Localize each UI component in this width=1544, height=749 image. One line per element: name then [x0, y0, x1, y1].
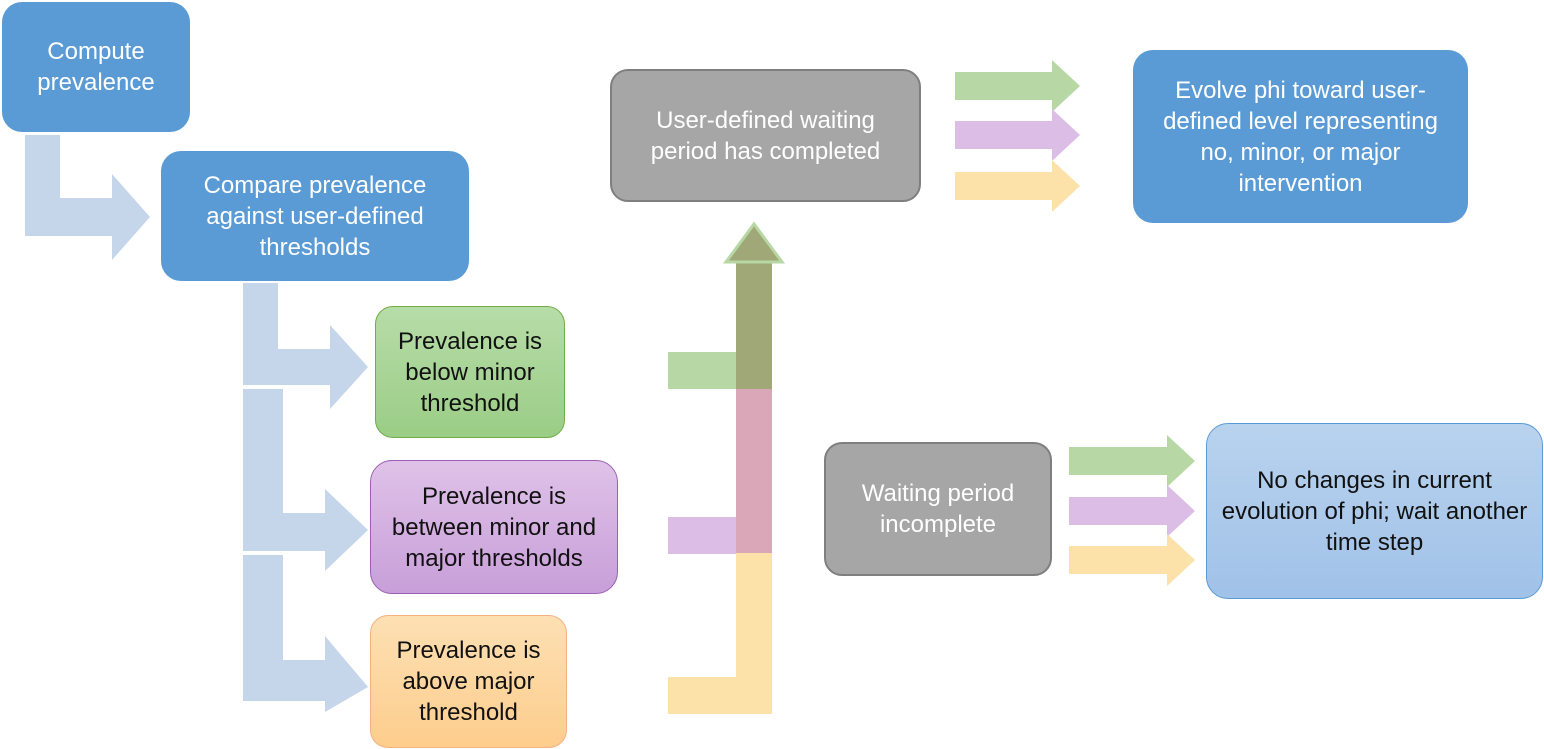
compare-prevalence-label: Compare prevalence against user-defined … — [203, 171, 427, 261]
between-thresholds-box: Prevalence is between minor and major th… — [370, 460, 618, 594]
no-changes-box: No changes in current evolution of phi; … — [1206, 423, 1543, 599]
above-major-label: Prevalence is above major threshold — [396, 637, 541, 726]
no-changes-label: No changes in current evolution of phi; … — [1221, 466, 1528, 556]
above-major-box: Prevalence is above major threshold — [370, 615, 567, 748]
evolve-phi-box: Evolve phi toward user-defined level rep… — [1133, 50, 1468, 223]
waiting-incomplete-label: Waiting period incomplete — [861, 480, 1015, 538]
below-minor-box: Prevalence is below minor threshold — [375, 306, 565, 438]
waiting-completed-box: User-defined waiting period has complete… — [610, 69, 921, 202]
vertical-arrow-orange-segment — [736, 553, 772, 714]
vertical-arrow-olive-segment — [736, 262, 772, 389]
green-arrow-to-evolve — [955, 60, 1080, 112]
compare-to-above-connector — [243, 555, 368, 712]
green-arrow-to-no-changes — [1069, 435, 1195, 487]
compute-prevalence-box: Compute prevalence — [2, 2, 190, 132]
compare-prevalence-box: Compare prevalence against user-defined … — [161, 151, 469, 281]
below-minor-label: Prevalence is below minor threshold — [397, 327, 543, 417]
between-thresholds-label: Prevalence is between minor and major th… — [391, 482, 597, 572]
evolve-phi-label: Evolve phi toward user-defined level rep… — [1163, 76, 1438, 197]
compute-prevalence-label: Compute prevalence — [37, 38, 155, 96]
waiting-completed-label: User-defined waiting period has complete… — [650, 106, 881, 165]
waiting-incomplete-box: Waiting period incomplete — [824, 442, 1052, 576]
purple-arrow-to-evolve — [955, 109, 1080, 161]
purple-arrow-to-no-changes — [1069, 485, 1195, 537]
orange-arrow-to-evolve — [955, 160, 1080, 212]
compare-to-below-connector — [243, 283, 368, 409]
vertical-arrow-purple-segment — [736, 389, 772, 553]
vertical-arrow-head — [723, 221, 785, 264]
compare-to-between-connector — [243, 389, 368, 571]
compute-to-compare-connector — [25, 135, 150, 260]
orange-arrow-to-no-changes — [1069, 534, 1195, 586]
